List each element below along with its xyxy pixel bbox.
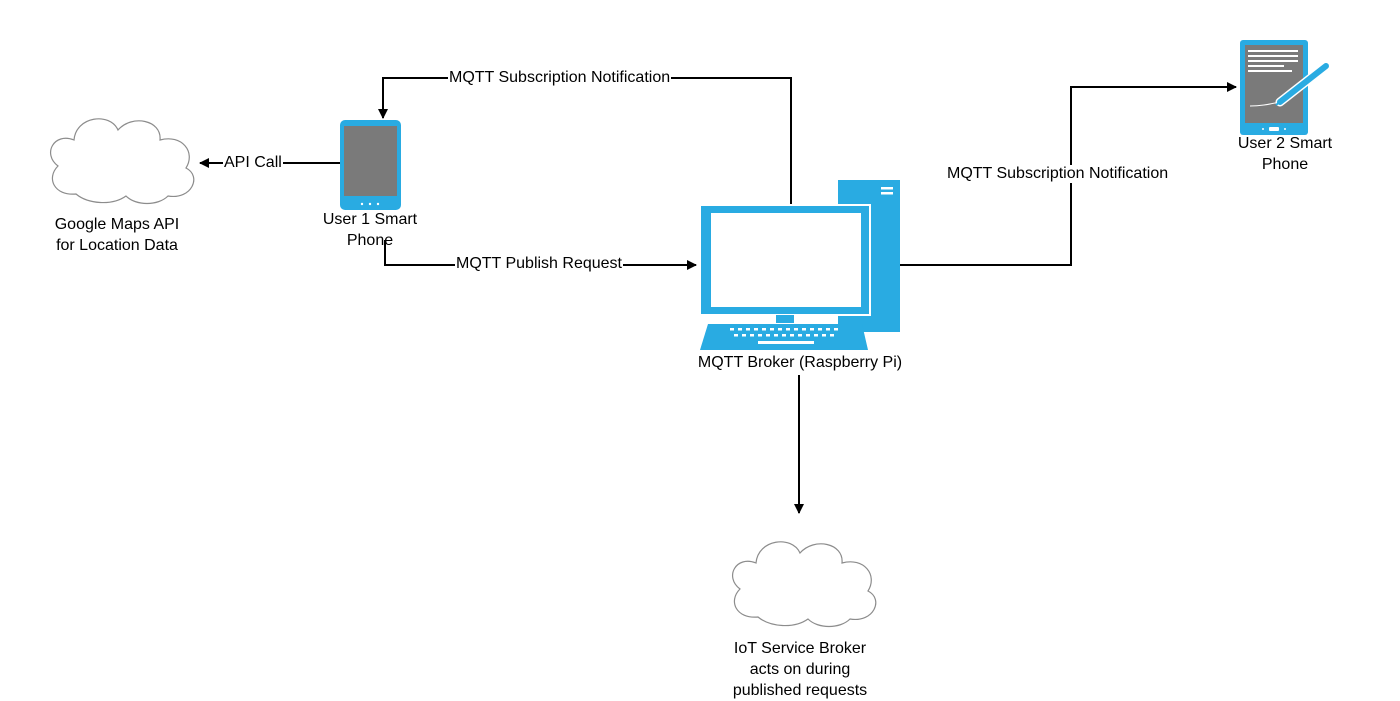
edge-label-publish-request: MQTT Publish Request bbox=[455, 255, 623, 273]
label-line: MQTT Broker (Raspberry Pi) bbox=[697, 354, 903, 371]
tablet-pen-icon bbox=[1240, 40, 1331, 135]
node-label-iot-broker: IoT Service Broker acts on during publis… bbox=[690, 638, 910, 701]
label-line: User 1 Smart bbox=[322, 211, 418, 228]
node-label-user1-phone: User 1 Smart Phone bbox=[300, 209, 440, 251]
label-line: published requests bbox=[732, 682, 868, 699]
node-label-mqtt-broker: MQTT Broker (Raspberry Pi) bbox=[660, 352, 940, 373]
label-line: Google Maps API bbox=[54, 216, 180, 233]
edge-subscription-to-user1 bbox=[378, 77, 792, 207]
label-line: User 2 Smart bbox=[1237, 135, 1333, 152]
cloud-icon bbox=[731, 541, 877, 628]
node-label-user2-phone: User 2 Smart Phone bbox=[1215, 133, 1355, 175]
cloud-icon bbox=[49, 118, 195, 205]
edge-label-subscription-to-user2: MQTT Subscription Notification bbox=[946, 165, 1170, 183]
label-line: acts on during bbox=[749, 661, 851, 678]
label-line: Phone bbox=[1261, 156, 1309, 173]
edge-label-api-call: API Call bbox=[223, 154, 283, 172]
label-line: for Location Data bbox=[56, 237, 178, 254]
smartphone-icon bbox=[340, 120, 401, 210]
desktop-computer-icon bbox=[699, 180, 900, 350]
node-label-google-maps: Google Maps API for Location Data bbox=[27, 214, 207, 256]
label-line: IoT Service Broker bbox=[733, 640, 867, 657]
label-line: Phone bbox=[346, 232, 394, 249]
edge-label-subscription-to-user1: MQTT Subscription Notification bbox=[448, 69, 672, 87]
